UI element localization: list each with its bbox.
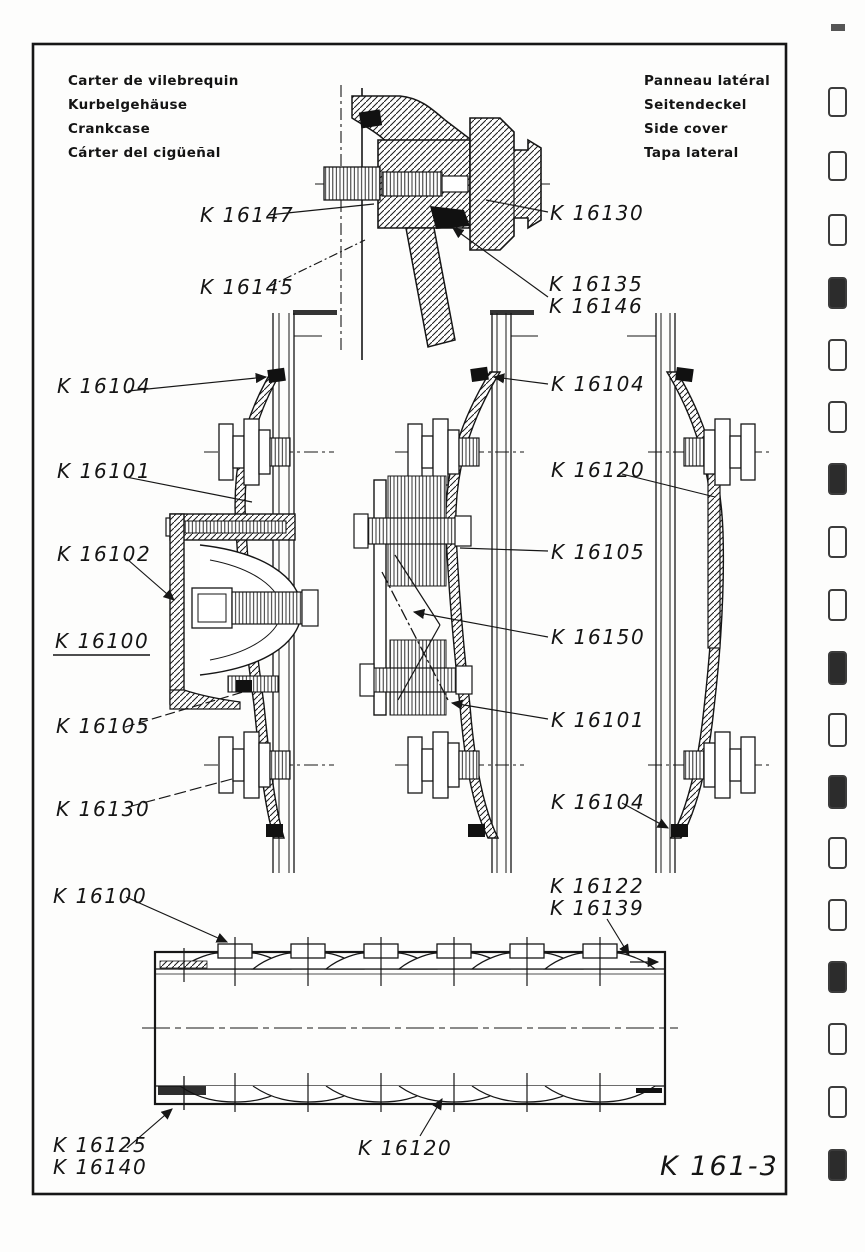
- callout-k16135: K 16135: [549, 272, 643, 296]
- cover-bottom-bolt: [648, 731, 770, 799]
- barrel-top-saddles: [178, 937, 657, 986]
- side-cover-title-block: Panneau latéral Seitendeckel Side cover …: [644, 73, 770, 161]
- callout-k16104-right-bottom: K 16104: [551, 790, 645, 814]
- crankcase-left-section-view: [165, 313, 334, 873]
- crankcase-centre-section-view: [353, 313, 538, 873]
- callout-k16125: K 16125: [53, 1133, 147, 1157]
- left-bottom-bolt: [204, 731, 334, 799]
- centre-top-bolt: [395, 418, 524, 486]
- stud-detail-view: [293, 85, 550, 360]
- left-top-bolt: [204, 418, 334, 486]
- crankcase-title-fr: Carter de vilebrequin: [68, 73, 239, 89]
- side-cover-section-view: [627, 313, 770, 873]
- callout-k16120-bottom: K 16120: [358, 1136, 452, 1160]
- drawing-sheet-number: K 161-3: [660, 1151, 779, 1182]
- callout-k16100-bottom: K 16100: [53, 884, 147, 908]
- cover-top-bolt: [648, 418, 770, 486]
- crankcase-title-de: Kurbelgehäuse: [68, 97, 187, 113]
- callout-k16140: K 16140: [53, 1155, 147, 1179]
- centre-bottom-bolt: [395, 731, 524, 799]
- callout-k16147: K 16147: [200, 203, 294, 227]
- part-callouts: K 16147 K 16130 K 16145 K 16135 K 16146 …: [53, 201, 645, 1179]
- callout-k16105-left: K 16105: [56, 714, 150, 738]
- barrel-bottom-saddles: [179, 1085, 656, 1103]
- callout-k16101-left: K 16101: [57, 459, 151, 483]
- bearing-bracket-assembly: [165, 513, 319, 710]
- callout-k16130-left: K 16130: [56, 797, 150, 821]
- callout-k16105-right: K 16105: [551, 540, 645, 564]
- binding-marks: [828, 24, 847, 1181]
- crankcase-title-en: Crankcase: [68, 121, 150, 137]
- side-cover-title-de: Seitendeckel: [644, 97, 747, 113]
- spring-tensioner-assembly: [353, 475, 473, 716]
- side-cover-title-es: Tapa lateral: [644, 145, 739, 161]
- callout-k16150: K 16150: [551, 625, 645, 649]
- callout-k16101-right: K 16101: [551, 708, 645, 732]
- callout-k16130-top: K 16130: [550, 201, 644, 225]
- page-border: [31, 42, 788, 1196]
- callout-k16102: K 16102: [57, 542, 151, 566]
- callout-k16145: K 16145: [200, 275, 294, 299]
- callout-k16146: K 16146: [549, 294, 643, 318]
- callout-k16139: K 16139: [550, 896, 644, 920]
- callout-k16104-left: K 16104: [57, 374, 151, 398]
- callout-k16104-right-top: K 16104: [551, 372, 645, 396]
- callout-k16100-underlined: K 16100: [55, 629, 149, 653]
- crankcase-title-es: Cárter del cigüeñal: [68, 145, 221, 161]
- callout-k16120-right: K 16120: [551, 458, 645, 482]
- side-cover-title-en: Side cover: [644, 121, 728, 137]
- callout-k16122: K 16122: [550, 874, 644, 898]
- crankcase-title-block: Carter de vilebrequin Kurbelgehäuse Cran…: [68, 73, 239, 161]
- leader-lines: [124, 199, 716, 1149]
- side-cover-title-fr: Panneau latéral: [644, 73, 770, 89]
- crankcase-barrel-view: [142, 937, 678, 1112]
